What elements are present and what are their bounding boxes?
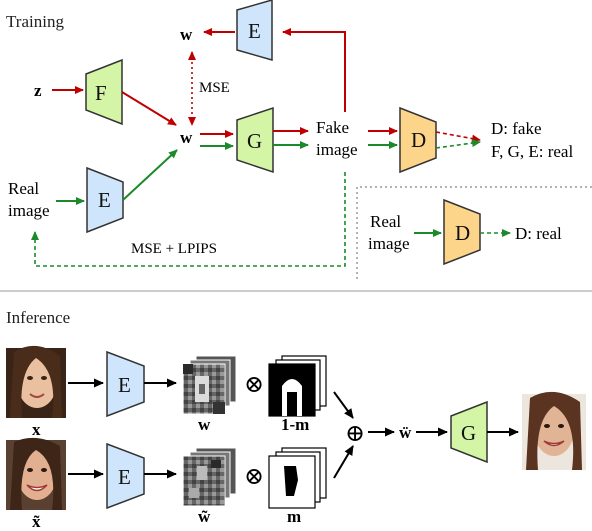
one-minus-m-label: 1-m xyxy=(281,415,309,434)
z-label: z xyxy=(34,81,42,100)
f-label: F xyxy=(95,81,107,105)
latent-w-tilde-stack xyxy=(182,447,237,507)
mapping-network-f: F xyxy=(85,58,123,126)
mse-label: MSE xyxy=(199,80,230,96)
training-section-label: Training xyxy=(6,12,64,31)
discriminator-d-inset: D xyxy=(443,198,481,266)
inset-boundary xyxy=(356,186,592,280)
w-top-label: w xyxy=(180,25,193,44)
d-label: D xyxy=(411,128,426,152)
g-label: G xyxy=(247,129,262,153)
x-label: x xyxy=(32,420,41,439)
mse-lpips-loop-arrow xyxy=(31,172,346,267)
d-to-real-output-arrow xyxy=(435,139,481,149)
w-latent-label: w xyxy=(198,415,211,434)
otimes-top: ⊗ xyxy=(244,372,264,398)
bottom-to-oplus-arrow xyxy=(333,445,354,479)
real-image-label-line1: Real xyxy=(8,179,39,198)
mask-one-minus-m-stack xyxy=(268,355,327,417)
inset-real-image-line1: Real xyxy=(370,212,401,231)
fge-real-label: F, G, E: real xyxy=(491,142,573,161)
w-double-dot-label: ẅ xyxy=(399,423,412,442)
m-label: m xyxy=(287,507,301,526)
inset-real-image-line2: image xyxy=(368,234,410,253)
x-tilde-label: x̃ xyxy=(32,512,41,531)
e-top-label: E xyxy=(248,19,261,43)
w-tilde-latent-label: w̃ xyxy=(198,507,211,526)
e-inf-top-label: E xyxy=(118,373,131,397)
oplus-symbol: ⊕ xyxy=(345,421,365,447)
d-real-label: D: real xyxy=(515,224,562,243)
e-to-w-arrow xyxy=(122,149,178,201)
output-face-photo xyxy=(522,391,586,470)
fake-image-label-line1: Fake xyxy=(316,118,349,137)
otimes-bottom: ⊗ xyxy=(244,464,264,490)
latent-w-stack xyxy=(182,355,237,415)
d-fake-label: D: fake xyxy=(491,119,542,138)
mse-lpips-label: MSE + LPIPS xyxy=(131,241,217,257)
encoder-e-top: E xyxy=(236,0,273,61)
w-mid-label: w xyxy=(180,128,193,147)
g-inf-label: G xyxy=(461,421,476,445)
discriminator-d-training: D xyxy=(399,106,437,174)
e-bottom-label: E xyxy=(98,188,111,212)
e-inf-bottom-label: E xyxy=(118,465,131,489)
encoder-e-inference-bottom: E xyxy=(106,442,145,510)
fake-to-e-top-arrow xyxy=(282,28,346,112)
top-to-oplus-arrow xyxy=(333,391,354,419)
mask-m-stack xyxy=(268,447,327,509)
encoder-e-bottom: E xyxy=(86,166,124,234)
fake-image-label-line2: image xyxy=(316,140,358,159)
real-image-label-line2: image xyxy=(8,201,50,220)
encoder-e-inference-top: E xyxy=(106,350,145,418)
d-to-fake-output-arrow xyxy=(435,131,481,143)
face-photo-x-tilde xyxy=(6,437,66,510)
f-to-w-arrow xyxy=(121,91,177,126)
generator-g-inference: G xyxy=(450,400,488,464)
face-photo-x xyxy=(6,345,66,418)
d-inset-label: D xyxy=(455,221,470,245)
inference-section-label: Inference xyxy=(6,308,70,327)
generator-g-training: G xyxy=(236,106,274,174)
